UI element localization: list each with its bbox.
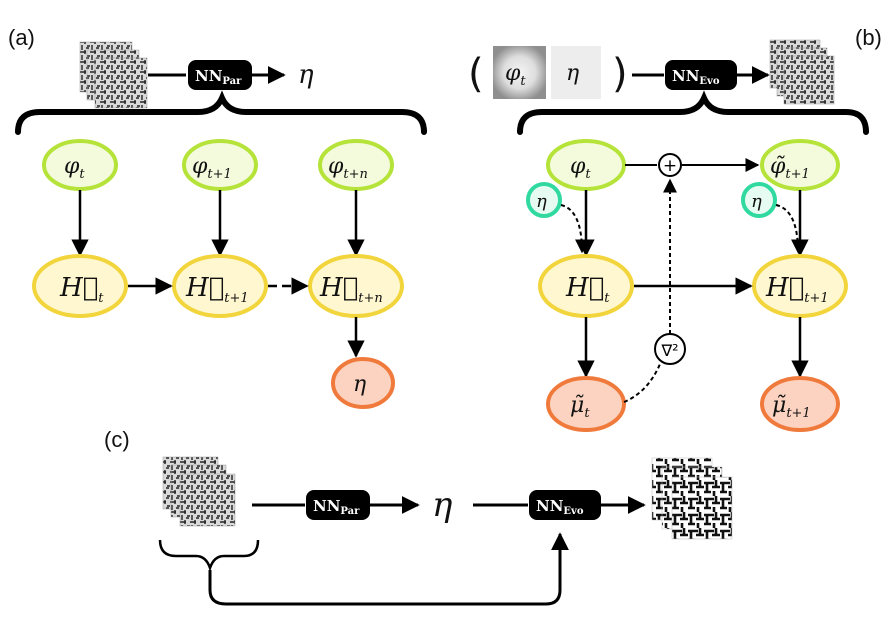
brace-a: [15, 90, 427, 135]
paren-open-b: (: [468, 51, 484, 97]
dashed-mu-to-laplacian-b: [623, 363, 661, 403]
node-H-t1-b: H⃗t+1: [752, 254, 848, 318]
node-mu-tilde-t1-b: μ̃t+1: [760, 376, 840, 432]
phi-image-b: φt: [493, 46, 546, 99]
svg-text:μ̃t: μ̃t: [570, 393, 590, 421]
image-stack-a: [79, 41, 148, 109]
output-image-stack-c: [651, 457, 733, 540]
nn-par-block-c: NNPar: [306, 490, 370, 520]
svg-text:NNPar: NNPar: [313, 497, 360, 517]
arrow-feedback-to-nnevo-c: [208, 532, 569, 606]
node-mu-tilde-t-b: μ̃t: [546, 376, 626, 432]
svg-text:φt+n: φt+n: [328, 154, 368, 182]
image-stack-c: [162, 456, 236, 527]
svg-text:H⃗t: H⃗t: [565, 273, 610, 306]
svg-text:+: +: [663, 156, 677, 176]
node-H-t-a: H⃗t: [32, 254, 128, 318]
svg-text:φt: φt: [505, 61, 526, 89]
svg-text:η: η: [751, 191, 762, 212]
eta-c: η: [432, 485, 453, 525]
svg-text:φt+1: φt+1: [192, 154, 232, 182]
svg-text:H⃗t+1: H⃗t+1: [185, 273, 249, 306]
image-stack-b: [769, 39, 835, 105]
node-phi-t-a: φt: [42, 139, 118, 191]
svg-text:η: η: [566, 61, 579, 86]
nn-evo-block-b: NNEvo: [665, 60, 737, 90]
node-phi-t-b: φt: [546, 139, 626, 191]
svg-text:φ̃t+1: φ̃t+1: [770, 154, 810, 182]
panel-label-c: (c): [104, 427, 130, 452]
nn-par-block-a: NNPar: [188, 60, 252, 90]
svg-text:NNEvo: NNEvo: [536, 497, 584, 517]
node-eta-input-t1-b: η: [741, 182, 777, 218]
svg-text:NNEvo: NNEvo: [672, 67, 720, 87]
svg-text:H⃗t+n: H⃗t+n: [319, 273, 383, 306]
eta-output-a: η: [298, 60, 314, 90]
panel-label-a: (a): [8, 25, 35, 50]
svg-text:η: η: [353, 372, 366, 397]
svg-text:φt: φt: [64, 154, 85, 182]
node-H-t1-a: H⃗t+1: [172, 254, 268, 318]
node-H-tn-a: H⃗t+n: [308, 254, 404, 318]
dashed-eta-to-H-t1-b: [775, 204, 805, 254]
svg-text:H⃗t: H⃗t: [59, 273, 104, 306]
panel-label-b: (b): [855, 25, 882, 50]
node-phi-tn-a: φt+n: [318, 139, 394, 191]
svg-text:H⃗t+1: H⃗t+1: [765, 273, 829, 306]
eta-image-b: η: [551, 46, 601, 99]
plus-node-b: +: [658, 153, 682, 177]
brace-b: [517, 90, 869, 135]
brace-c: [158, 539, 260, 572]
node-eta-output-a: η: [331, 357, 395, 409]
nn-evo-block-c: NNEvo: [529, 490, 601, 520]
svg-text:NNPar: NNPar: [195, 67, 242, 87]
svg-text:μ̃t+1: μ̃t+1: [772, 393, 811, 421]
svg-text:η: η: [536, 191, 547, 212]
dashed-eta-to-H-t-b: [560, 204, 589, 254]
node-H-t-b: H⃗t: [538, 254, 634, 318]
svg-text:φt: φt: [570, 154, 591, 182]
laplacian-node-b: ∇²: [654, 333, 686, 365]
node-phi-tilde-t1-b: φ̃t+1: [760, 139, 840, 191]
svg-text:∇²: ∇²: [660, 341, 678, 360]
paren-close-b: ): [612, 51, 628, 97]
node-phi-t1-a: φt+1: [182, 139, 258, 191]
node-eta-input-t-b: η: [526, 182, 562, 218]
